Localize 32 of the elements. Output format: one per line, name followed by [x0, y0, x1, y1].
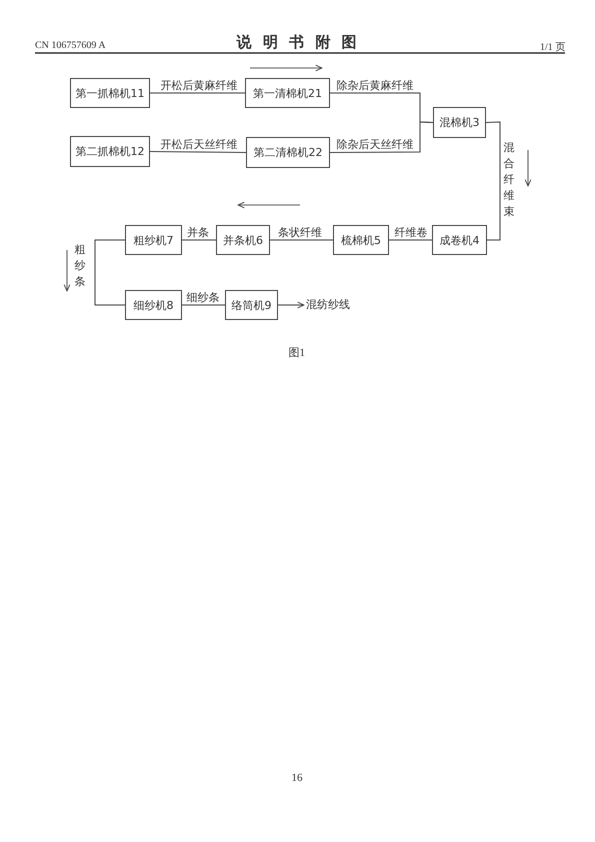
process-box: 细纱机8 — [125, 290, 182, 320]
title: 说明书附图 — [236, 33, 368, 52]
connector-line — [94, 240, 126, 306]
edge-label: 纤维卷 — [394, 227, 428, 239]
edge-label: 除杂后黄麻纤维 — [336, 80, 414, 92]
edge-label: 细纱条 — [186, 292, 220, 304]
output-text: 混纺纱线 — [306, 298, 350, 311]
edge-label: 条状纤维 — [277, 227, 323, 239]
process-box: 梳棉机5 — [333, 225, 389, 255]
connector-line — [182, 304, 226, 306]
page-number: 16 — [292, 772, 302, 784]
process-box: 第一清棉机21 — [245, 78, 330, 108]
edge-label: 除杂后天丝纤维 — [336, 139, 414, 151]
process-box: 第二清棉机22 — [246, 137, 330, 168]
arrow — [278, 302, 304, 308]
connector-line — [150, 92, 246, 94]
figure-caption: 图1 — [288, 346, 305, 360]
process-box: 并条机6 — [216, 225, 270, 255]
process-box: 粗纱机7 — [125, 225, 182, 255]
page-label: 1/1 页 — [540, 41, 566, 54]
process-box: 混棉机3 — [433, 107, 486, 138]
edge-label: 并条 — [186, 227, 210, 239]
process-box: 络筒机9 — [225, 290, 278, 320]
process-box: 成卷机4 — [432, 225, 487, 255]
connector-line — [486, 121, 500, 240]
process-box: 第一抓棉机11 — [70, 78, 150, 108]
document-number: CN 106757609 A — [35, 40, 106, 51]
edge-label: 开松后天丝纤维 — [160, 139, 238, 151]
connector-line — [150, 151, 246, 153]
connector-line — [330, 121, 434, 153]
process-box: 第二抓棉机12 — [70, 136, 150, 167]
edge-label: 开松后黄麻纤维 — [160, 80, 238, 92]
